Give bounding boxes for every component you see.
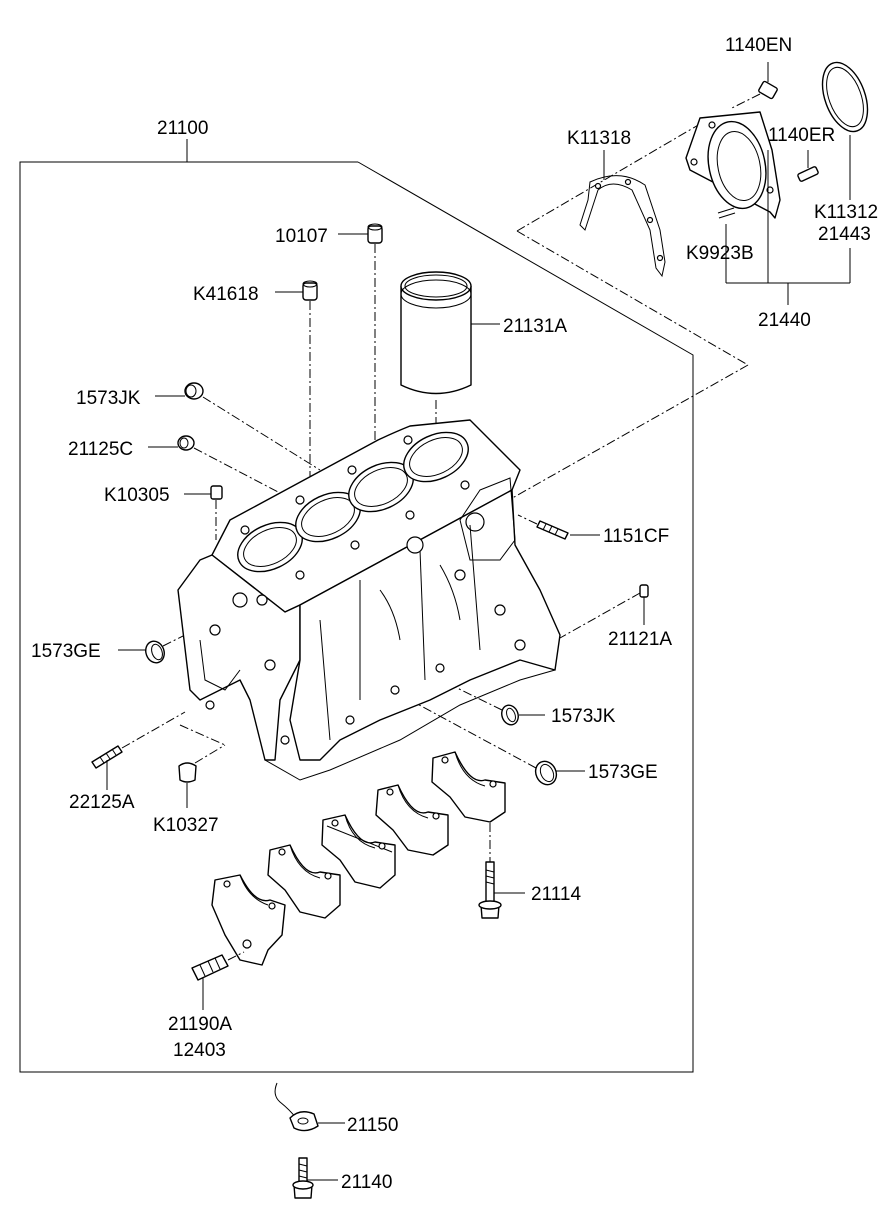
cylinder-liner	[400, 271, 500, 450]
oil-jet-21190a	[191, 951, 245, 1010]
label-22125a: 22125A	[69, 792, 135, 813]
dowel-10107	[338, 223, 383, 508]
label-1140en: 1140EN	[725, 35, 792, 56]
rear-oil-seal-ring	[821, 61, 869, 133]
label-1573ge-left: 1573GE	[31, 641, 101, 662]
plug-21125c	[148, 435, 281, 494]
stud-1151cf	[517, 514, 600, 540]
label-21140: 21140	[341, 1172, 392, 1193]
label-21440: 21440	[758, 310, 811, 331]
sensor-bolt-21140	[292, 1157, 338, 1199]
label-21131a: 21131A	[503, 316, 567, 337]
plug-21121a	[559, 584, 649, 639]
label-k9923b: K9923B	[686, 243, 754, 264]
plug-1573ge-right	[409, 699, 585, 786]
assembly-frame	[19, 139, 694, 1073]
label-21121a: 21121A	[608, 629, 672, 650]
label-k10305: K10305	[104, 485, 170, 506]
rear-oil-seal-case	[685, 111, 781, 219]
label-10107: 10107	[275, 226, 328, 247]
label-1151cf: 1151CF	[603, 526, 669, 547]
dowel-k10305	[184, 485, 223, 540]
label-k11318: K11318	[567, 128, 631, 149]
stud-22125a	[91, 711, 186, 790]
label-1573jk-top: 1573JK	[76, 388, 141, 409]
label-21443: 21443	[818, 224, 871, 245]
label-21114: 21114	[531, 884, 581, 905]
label-12403: 12403	[173, 1040, 226, 1061]
part-labels: 21100 1140EN 1140ER K11318 K11312 21443 …	[31, 35, 878, 1193]
pin-k9923b	[717, 207, 736, 219]
label-k41618: K41618	[193, 284, 259, 305]
label-21100: 21100	[157, 118, 208, 139]
label-21150: 21150	[347, 1115, 398, 1136]
label-21190a: 21190A	[168, 1014, 232, 1035]
label-k11312: K11312	[814, 202, 878, 223]
label-21125c: 21125C	[68, 439, 133, 460]
plug-1573jk-top	[155, 382, 321, 471]
bracket-21440	[603, 135, 851, 305]
bolt-1140en	[731, 62, 778, 109]
rear-case-gasket	[579, 175, 666, 278]
cap-bolt-21114	[478, 861, 525, 919]
label-1573ge-right: 1573GE	[588, 762, 658, 783]
rear-case-dashed-box	[499, 123, 749, 506]
label-k10327: K10327	[153, 815, 219, 836]
label-1140er: 1140ER	[768, 125, 835, 146]
bolt-1140er	[797, 150, 819, 182]
pin-k10327	[178, 724, 226, 808]
label-1573jk-bottom: 1573JK	[551, 706, 616, 727]
engine-block	[177, 419, 561, 781]
knock-sensor-21150	[274, 1082, 345, 1132]
main-bearing-caps	[211, 751, 506, 966]
